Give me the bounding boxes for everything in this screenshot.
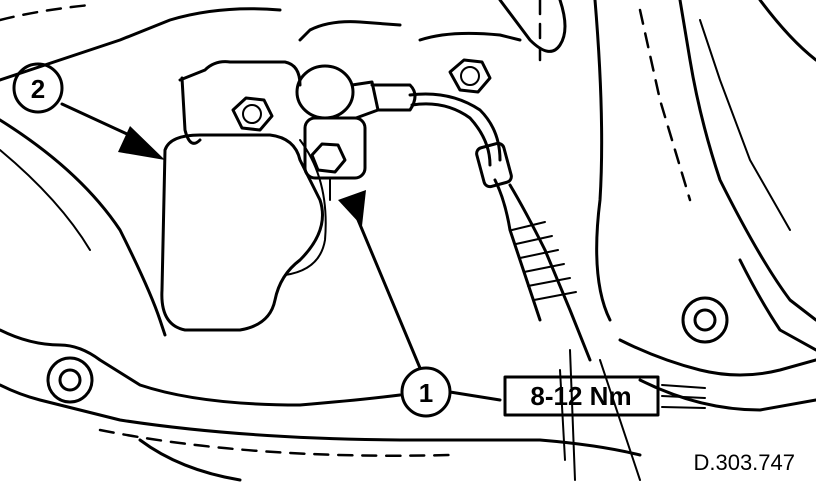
- callout-1-label: 1: [419, 378, 433, 408]
- lower-flange: [0, 328, 816, 482]
- callout-2-arrowhead: [118, 126, 165, 160]
- callout-2-label: 2: [31, 74, 45, 104]
- torque-spec-label: 8-12 Nm: [530, 381, 631, 411]
- torque-spec-box: 8-12 Nm: [503, 375, 706, 417]
- mounting-hole-left: [46, 356, 94, 404]
- bolt-upper-left: [231, 96, 274, 132]
- cover-plate: [160, 133, 327, 332]
- sensor-assembly: [295, 64, 417, 201]
- reference-code: D.303.747: [693, 450, 795, 475]
- bolt-upper-right: [448, 58, 492, 94]
- wiring-harness: [408, 92, 592, 362]
- callout-2: 2: [12, 62, 165, 160]
- housing-outline: [0, 0, 816, 352]
- callout-1: 1: [338, 190, 502, 418]
- callout-1-arrowhead: [338, 190, 366, 226]
- mounting-hole-right: [681, 296, 729, 344]
